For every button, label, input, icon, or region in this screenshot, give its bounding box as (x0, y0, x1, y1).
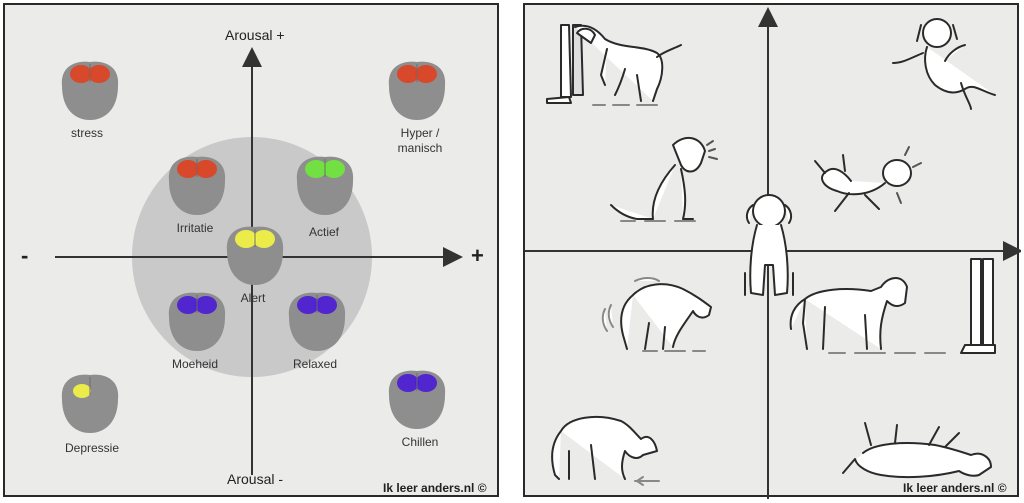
dog-sitting-barking (610, 136, 718, 222)
dog-fearful-crouching (551, 415, 660, 486)
arousal-diagram-panel: Arousal + Arousal - - + stress Hyper / m… (3, 3, 499, 497)
state-label-irritatie: Irritatie (176, 221, 214, 235)
dog-body-language-panel: Ik leer anders.nl © (523, 3, 1021, 499)
brain-icon-relaxed (288, 292, 346, 351)
brain-icon-irritatie (168, 156, 226, 215)
dog-diagram-graphics (525, 7, 1021, 499)
dog-jumping-playful (892, 18, 996, 110)
state-label-actief: Actief (308, 225, 339, 239)
dog-sitting-front (744, 194, 794, 296)
axis-label-plus: + (471, 243, 484, 268)
brain-icon-moeheid (168, 292, 226, 351)
state-label-stress: stress (70, 126, 103, 140)
credit-right: Ik leer anders.nl © (903, 481, 1007, 495)
brain-icon-depressie (61, 374, 119, 433)
brain-icon-hyper (388, 61, 446, 120)
axis-label-bottom: Arousal - (227, 471, 284, 487)
brain-icon-actief (296, 156, 354, 215)
state-label-moeheid: Moeheid (171, 357, 219, 371)
axis-label-minus: - (21, 243, 29, 268)
credit-left: Ik leer anders.nl © (383, 481, 487, 495)
axis-label-top: Arousal + (225, 27, 285, 43)
brain-icon-stress (61, 61, 119, 120)
state-label-relaxed: Relaxed (292, 357, 338, 371)
dog-lying-on-back (842, 422, 992, 479)
dog-standing-sideways (789, 258, 996, 354)
dog-jumping-on-person (546, 24, 682, 106)
brain-icon-chillen (388, 370, 446, 429)
arousal-diagram-graphics (55, 47, 463, 475)
brain-icon-alert (226, 226, 284, 285)
state-label-alert: Alert (240, 291, 266, 305)
dog-shaking (601, 277, 712, 352)
state-label-hyper: Hyper / manisch (397, 126, 443, 155)
dog-rolling-playful (814, 146, 922, 212)
state-label-depressie: Depressie (64, 441, 120, 455)
state-label-chillen: Chillen (401, 435, 439, 449)
